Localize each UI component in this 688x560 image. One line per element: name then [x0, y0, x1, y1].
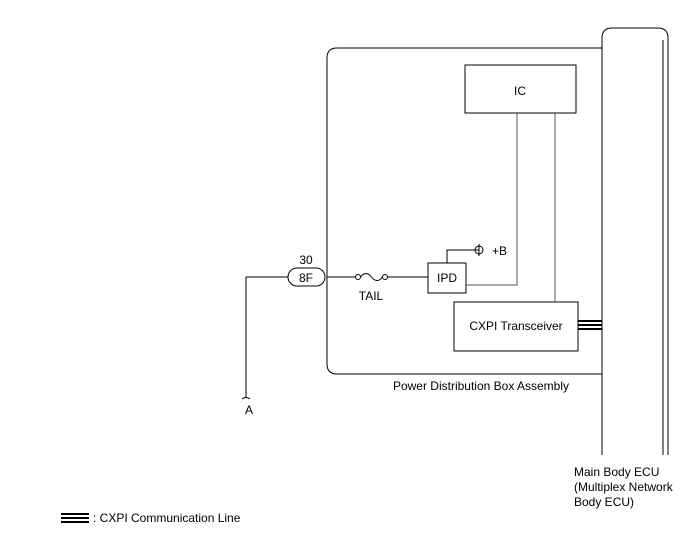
- ecu-label-line2: (Multiplex Network: [574, 480, 674, 494]
- power-supply-label: +B: [492, 244, 507, 258]
- fuse-terminal-right: [382, 274, 388, 280]
- ic-box: [464, 64, 577, 114]
- fuse-label: TAIL: [359, 289, 384, 303]
- cxpi-transceiver-label: CXPI Transceiver: [469, 319, 562, 333]
- ecu-label-line3: Body ECU): [574, 495, 634, 509]
- legend-label: : CXPI Communication Line: [93, 511, 241, 525]
- ecu-label-line1: Main Body ECU: [574, 465, 659, 479]
- wire-break-icon: [241, 397, 251, 400]
- cxpi-transceiver-box: [453, 301, 579, 352]
- connector-to-a-wire: [245, 276, 288, 397]
- ground-point-label: A: [245, 403, 253, 417]
- fuse-terminal-left: [355, 274, 361, 280]
- cxpi-communication-line: [578, 320, 602, 330]
- ic-label: IC: [514, 84, 526, 98]
- fuse-icon: [360, 273, 383, 281]
- power-supply-wire: [446, 249, 479, 263]
- pdb-label: Power Distribution Box Assembly: [393, 379, 569, 393]
- legend-cxpi-line-icon: [61, 513, 89, 523]
- main-body-ecu-box: [601, 27, 669, 455]
- ic-to-ipd-wire: [466, 113, 518, 286]
- connector-label: 8F: [299, 271, 313, 285]
- pin-number: 30: [299, 253, 313, 267]
- power-distribution-box: [326, 47, 602, 375]
- ipd-label: IPD: [437, 271, 457, 285]
